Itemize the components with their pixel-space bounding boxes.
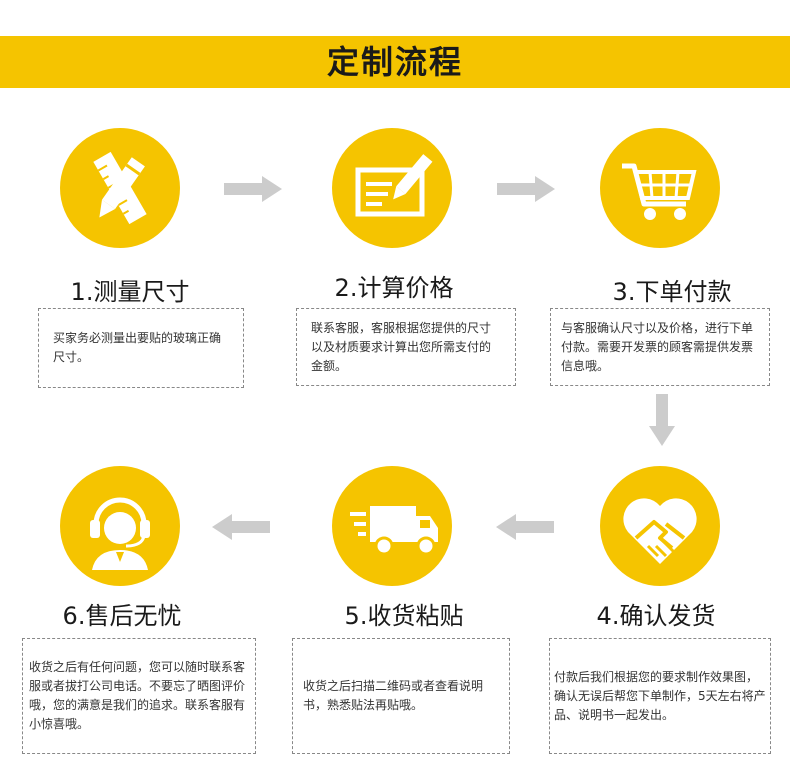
left-arrow-icon <box>496 514 554 540</box>
shopping-cart-icon <box>622 163 697 220</box>
right-arrow-icon <box>497 176 555 202</box>
form-pen-icon <box>355 154 433 217</box>
step-5-circle <box>332 466 452 586</box>
page-title: 定制流程 <box>326 43 463 81</box>
step-1-title: 1.测量尺寸 <box>70 278 190 306</box>
step-4-description: 付款后我们根据您的要求制作效果图，确认无误后帮您下单制作，5天左右将产品、说明书… <box>549 638 771 754</box>
step-1-description: 买家务必测量出要贴的玻璃正确尺寸。 <box>38 308 244 388</box>
down-arrow-icon <box>649 394 675 446</box>
step-6-description: 收货之后有任何问题，您可以随时联系客服或者拔打公司电话。不要忘了晒图评价哦，您的… <box>22 638 256 754</box>
handshake-heart-icon <box>623 498 697 564</box>
step-6-title: 6.售后无忧 <box>62 602 182 630</box>
step-4-title: 4.确认发货 <box>596 602 716 630</box>
step-6-circle <box>60 466 180 586</box>
step-5-description: 收货之后扫描二维码或者查看说明书，熟悉贴法再贴哦。 <box>292 638 510 754</box>
step-2-title: 2.计算价格 <box>334 274 454 302</box>
header-banner: 定制流程 <box>0 36 790 88</box>
step-3-description: 与客服确认尺寸以及价格，进行下单付款。需要开发票的顾客需提供发票信息哦。 <box>550 308 770 386</box>
delivery-truck-icon <box>350 506 438 556</box>
step-4-circle <box>600 466 720 586</box>
step-3-title: 3.下单付款 <box>612 278 732 306</box>
step-2-description: 联系客服，客服根据您提供的尺寸以及材质要求计算出您所需支付的金额。 <box>296 308 516 386</box>
left-arrow-icon <box>212 514 270 540</box>
ruler-pencil-icon <box>93 151 147 225</box>
step-2-circle <box>332 128 452 248</box>
step-1-circle <box>60 128 180 248</box>
customer-service-headset-icon <box>90 497 150 570</box>
right-arrow-icon <box>224 176 282 202</box>
step-3-circle <box>600 128 720 248</box>
step-5-title: 5.收货粘贴 <box>344 602 464 630</box>
